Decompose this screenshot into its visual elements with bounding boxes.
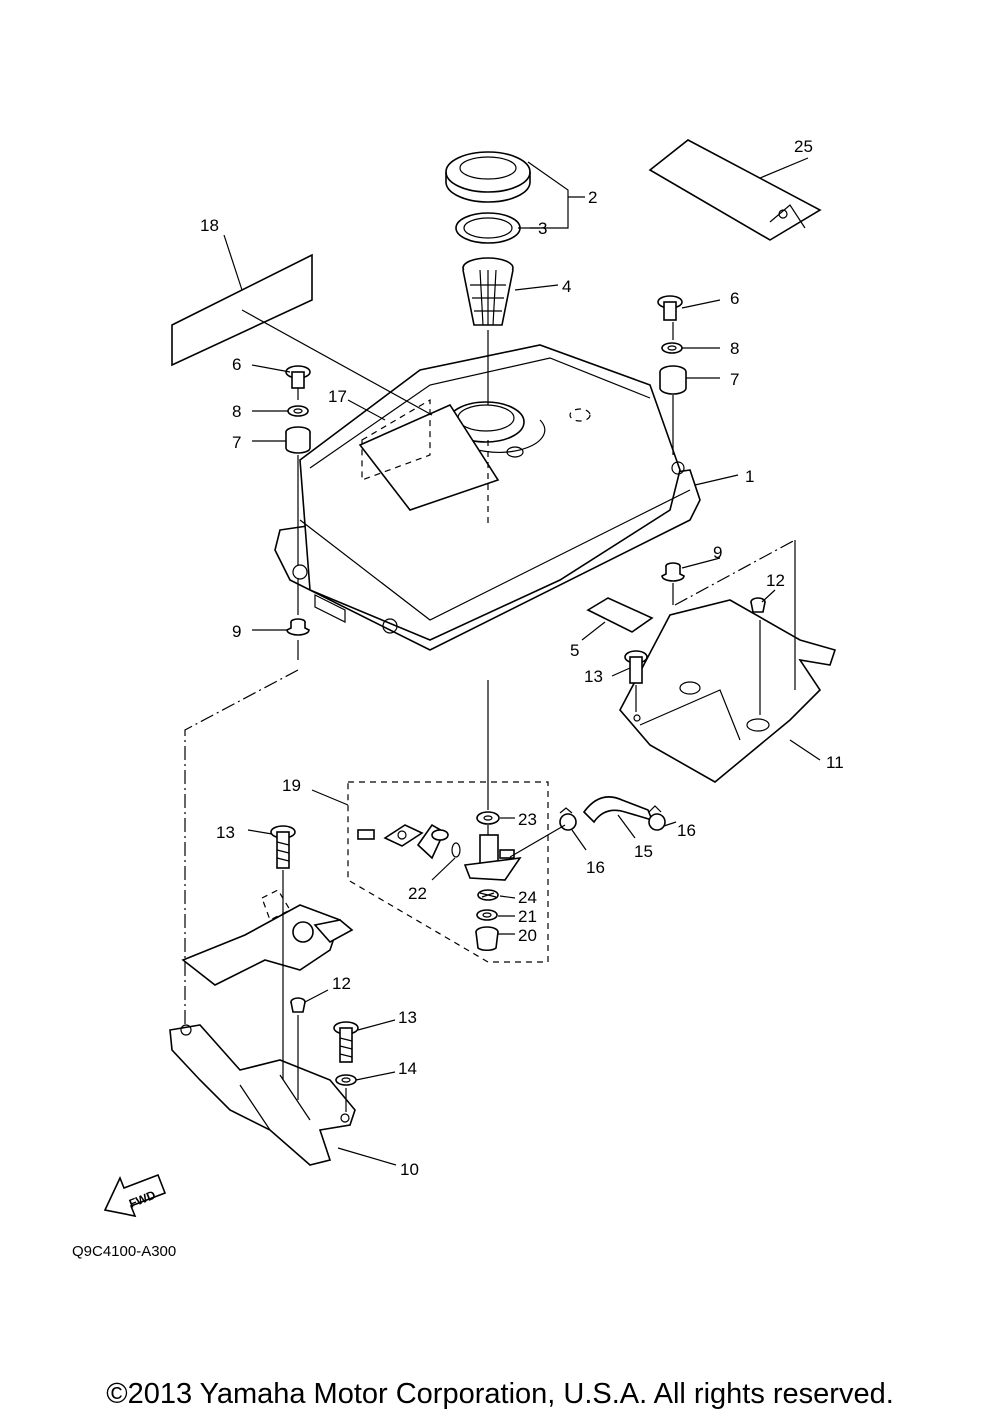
callout-5: 5: [570, 641, 579, 660]
part-3-gasket[interactable]: [455, 212, 521, 244]
part-20-cup[interactable]: [475, 926, 499, 952]
callout-17: 17: [328, 387, 347, 406]
callout-12-right: 12: [766, 571, 785, 590]
callout-25: 25: [794, 137, 813, 156]
callout-23: 23: [518, 810, 537, 829]
callout-labels: 1 2 3 4 5 6 6 7 7 8 8 9 9 10 11 12 12 13…: [200, 137, 844, 1179]
part-12-cap-right[interactable]: [750, 597, 766, 613]
part-2-fuel-cap[interactable]: [445, 151, 531, 203]
part-21-gasket[interactable]: [476, 909, 498, 921]
part-19-cock-lever[interactable]: [416, 823, 449, 860]
copyright-notice: ©2013 Yamaha Motor Corporation, U.S.A. A…: [106, 1378, 894, 1410]
part-8-washer-right[interactable]: [661, 342, 683, 354]
callout-7-right: 7: [730, 370, 739, 389]
callout-21: 21: [518, 907, 537, 926]
part-9-grommet-left[interactable]: [286, 618, 310, 636]
part-23-washer[interactable]: [476, 811, 500, 825]
leader-lines: [223, 157, 821, 1166]
callout-13-lower-left: 13: [398, 1008, 417, 1027]
callout-8-right: 8: [730, 339, 739, 358]
part-5-pad[interactable]: [586, 597, 654, 633]
callout-14: 14: [398, 1059, 417, 1078]
part-25-label-sheet[interactable]: [648, 139, 822, 241]
callout-6-right: 6: [730, 289, 739, 308]
part-13-bolt-right[interactable]: [624, 650, 648, 684]
callout-6-left: 6: [232, 355, 241, 374]
callout-9-right: 9: [713, 543, 722, 562]
part-cock-bracket[interactable]: [181, 889, 354, 986]
part-15-fuel-hose[interactable]: [582, 796, 654, 824]
part-16-hose-clip-right[interactable]: [648, 805, 666, 831]
callout-16-right: 16: [677, 821, 696, 840]
callout-7-left: 7: [232, 433, 241, 452]
callout-20: 20: [518, 926, 537, 945]
part-4-strainer[interactable]: [462, 257, 514, 326]
callout-1: 1: [745, 467, 754, 486]
part-10-bracket-left[interactable]: [169, 1024, 356, 1166]
callout-13-upper-left: 13: [216, 823, 235, 842]
part-6-bolt-left[interactable]: [285, 365, 311, 389]
part-13-bolt-upper-left[interactable]: [270, 825, 296, 869]
part-7-damper-left[interactable]: [285, 426, 311, 454]
callout-12-left: 12: [332, 974, 351, 993]
callout-16-left: 16: [586, 858, 605, 877]
callout-11: 11: [826, 753, 844, 772]
callout-15: 15: [634, 842, 653, 861]
callout-3: 3: [538, 219, 547, 238]
part-8-washer-left[interactable]: [287, 405, 309, 417]
part-14-washer[interactable]: [335, 1074, 357, 1086]
fuel-cock-assembly-boundary: [347, 781, 549, 963]
part-13-bolt-lower-left[interactable]: [333, 1021, 359, 1063]
alignment-lines: [184, 322, 796, 1112]
callout-18: 18: [200, 216, 219, 235]
part-12-cap-left[interactable]: [290, 997, 306, 1013]
part-6-bolt-right[interactable]: [657, 295, 683, 321]
part-fuel-cock-body[interactable]: [463, 834, 522, 881]
callout-2: 2: [588, 188, 597, 207]
figure-code: Q9C4100-A300: [72, 1243, 176, 1260]
part-19-cock-lever-plate[interactable]: [357, 824, 424, 847]
part-11-bracket-right[interactable]: [619, 599, 837, 783]
part-1-fuel-tank[interactable]: [274, 344, 701, 651]
callout-22: 22: [408, 884, 427, 903]
fwd-arrow-icon: FWD: [103, 1173, 167, 1218]
part-22-o-ring[interactable]: [451, 842, 461, 858]
callout-8-left: 8: [232, 402, 241, 421]
part-9-grommet-right[interactable]: [661, 562, 685, 582]
callout-10: 10: [400, 1160, 419, 1179]
callout-19: 19: [282, 776, 301, 795]
part-24-strainer-mesh[interactable]: [477, 889, 499, 901]
callout-24: 24: [518, 888, 537, 907]
callout-13-right: 13: [584, 667, 603, 686]
callout-9-left: 9: [232, 622, 241, 641]
callout-4: 4: [562, 277, 571, 296]
part-7-damper-right[interactable]: [659, 365, 687, 395]
